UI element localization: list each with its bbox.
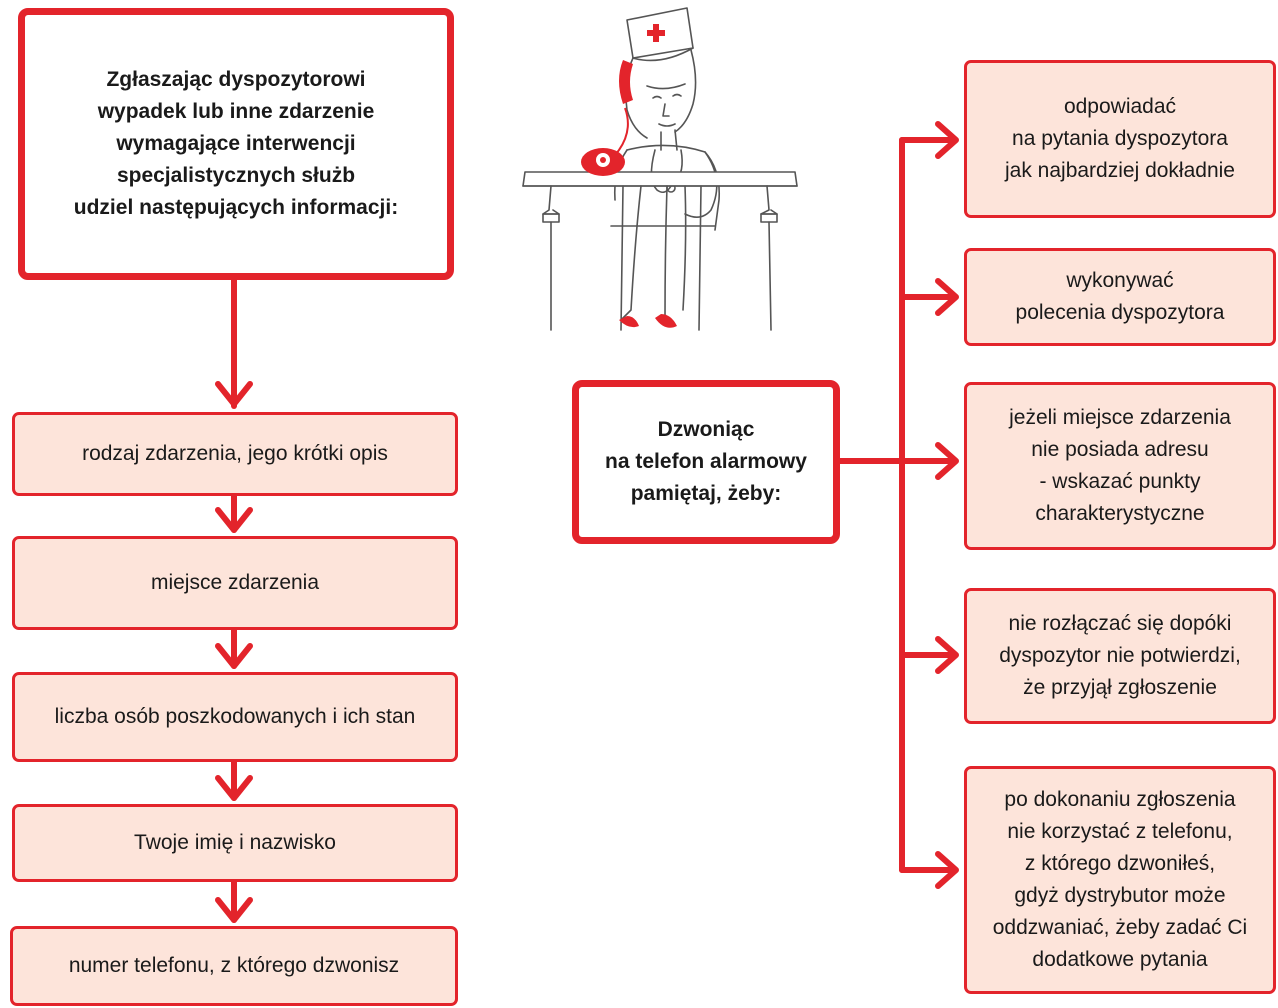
arrow-right-icon (935, 442, 959, 480)
rule-text: jeżeli miejsce zdarzenia nie posiada adr… (1009, 406, 1231, 525)
step-label: numer telefonu, z którego dzwonisz (68, 954, 400, 977)
left-header-box: Zgłaszając dyspozytorowi wypadek lub inn… (18, 8, 454, 280)
step-event-type: rodzaj zdarzenia, jego krótki opis (12, 412, 458, 496)
arrow-right-icon (935, 278, 959, 316)
rule-text: nie rozłączać się dopóki dyspozytor nie … (999, 612, 1241, 699)
step-phone-number: numer telefonu, z którego dzwonisz (10, 926, 458, 1006)
left-header-text: Zgłaszając dyspozytorowi wypadek lub inn… (73, 68, 399, 219)
arrow-right-icon (935, 121, 959, 159)
arrow-down-icon (215, 507, 253, 533)
rule-text: wykonywać polecenia dyspozytora (1015, 269, 1225, 324)
nurse-on-phone-icon (522, 7, 798, 331)
step-label: liczba osób poszkodowanych i ich stan (54, 705, 416, 728)
rule-landmarks: jeżeli miejsce zdarzenia nie posiada adr… (964, 382, 1276, 550)
rule-follow-instructions: wykonywać polecenia dyspozytora (964, 248, 1276, 346)
arrow-right-icon (935, 636, 959, 674)
step-caller-name: Twoje imię i nazwisko (12, 804, 458, 882)
rule-stay-on-line: nie rozłączać się dopóki dyspozytor nie … (964, 588, 1276, 724)
step-label: Twoje imię i nazwisko (134, 831, 336, 854)
rule-answer-questions: odpowiadać na pytania dyspozytora jak na… (964, 60, 1276, 218)
arrow-down-icon (215, 381, 253, 407)
arrow-down-icon (215, 897, 253, 923)
rule-text: odpowiadać na pytania dyspozytora jak na… (1005, 95, 1235, 182)
rule-keep-phone-free: po dokonaniu zgłoszenia nie korzystać z … (964, 766, 1276, 994)
step-label: miejsce zdarzenia (150, 571, 320, 594)
rule-text: po dokonaniu zgłoszenia nie korzystać z … (992, 788, 1248, 971)
arrow-down-icon (215, 643, 253, 669)
center-header-text: Dzwoniąc na telefon alarmowy pamiętaj, ż… (605, 418, 807, 505)
arrow-right-icon (935, 851, 959, 889)
step-casualties: liczba osób poszkodowanych i ich stan (12, 672, 458, 762)
step-event-location: miejsce zdarzenia (12, 536, 458, 630)
step-label: rodzaj zdarzenia, jego krótki opis (82, 442, 388, 465)
center-header-box: Dzwoniąc na telefon alarmowy pamiętaj, ż… (572, 380, 840, 544)
arrow-down-icon (215, 775, 253, 801)
